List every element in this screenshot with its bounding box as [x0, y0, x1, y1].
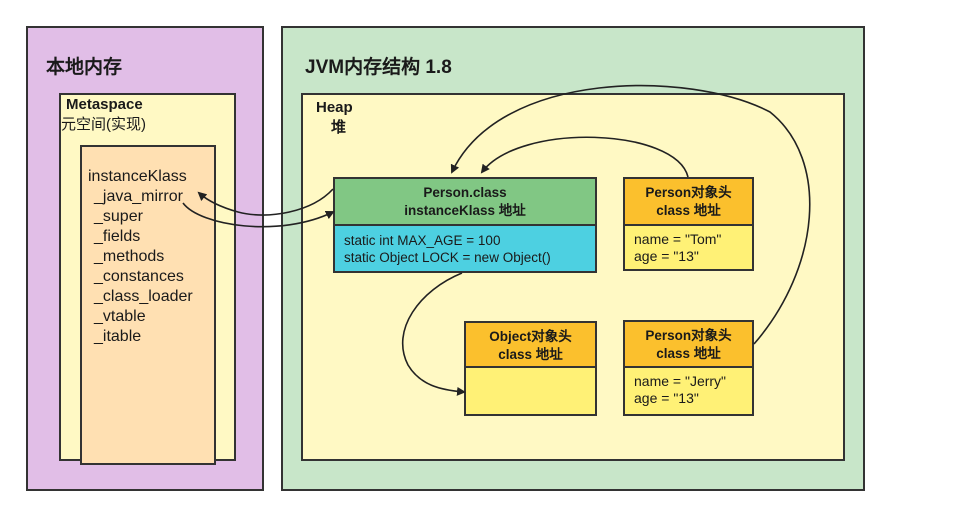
arrow-tom-to-class — [480, 136, 689, 178]
person-class-header: Person.class instanceKlass 地址 — [333, 177, 597, 226]
class-address-label: class 地址 — [656, 203, 721, 218]
object-field: age = "13" — [634, 248, 699, 264]
object-header-label: Person对象头 — [645, 185, 732, 200]
instance-klass-line: _super — [94, 208, 143, 225]
static-field: static Object LOCK = new Object() — [344, 250, 551, 265]
person-class-klass-address: instanceKlass 地址 — [404, 203, 526, 218]
arrow-jerry-to-class — [450, 84, 811, 345]
instance-klass-line: _constances — [94, 268, 184, 285]
instance-klass-line: _class_loader — [94, 288, 193, 305]
object-header-label: Person对象头 — [645, 328, 732, 343]
person-class-statics: static int MAX_AGE = 100 static Object L… — [333, 226, 597, 273]
instance-klass-line: _vtable — [94, 308, 146, 325]
instance-klass-box — [80, 145, 216, 465]
object-instance-header: Object对象头 class 地址 — [464, 321, 597, 368]
object-header-label: Object对象头 — [489, 329, 572, 344]
jvm-title: JVM内存结构 1.8 — [305, 57, 452, 78]
heap-title: Heap — [316, 99, 353, 116]
instance-klass-line: instanceKlass — [88, 168, 187, 185]
class-address-label: class 地址 — [498, 347, 563, 362]
object-field: name = "Tom" — [634, 231, 722, 247]
metaspace-title: Metaspace — [66, 96, 143, 113]
static-field: static int MAX_AGE = 100 — [344, 233, 501, 248]
object-instance-body — [464, 368, 597, 416]
instance-klass-line: _java_mirror — [94, 188, 183, 205]
arrow-java-mirror-to-class — [182, 202, 335, 228]
object-field: age = "13" — [634, 390, 699, 406]
instance-klass-line: _itable — [94, 328, 142, 345]
heap-subtitle: 堆 — [331, 119, 347, 136]
native-memory-title: 本地内存 — [46, 57, 123, 78]
person-tom-fields: name = "Tom" age = "13" — [623, 226, 754, 271]
person-jerry-header: Person对象头 class 地址 — [623, 320, 754, 368]
instance-klass-line: _fields — [94, 228, 141, 245]
person-class-name: Person.class — [423, 185, 507, 200]
metaspace-subtitle: 元空间(实现) — [61, 116, 146, 133]
arrow-class-to-instanceklass — [197, 188, 334, 216]
instance-klass-line: _methods — [94, 248, 165, 265]
arrow-lock-to-object — [402, 272, 466, 396]
person-tom-header: Person对象头 class 地址 — [623, 177, 754, 226]
class-address-label: class 地址 — [656, 346, 721, 361]
instance-klass-fields: instanceKlass _java_mirror _super _field… — [88, 167, 193, 347]
object-field: name = "Jerry" — [634, 373, 727, 389]
person-jerry-fields: name = "Jerry" age = "13" — [623, 368, 754, 416]
